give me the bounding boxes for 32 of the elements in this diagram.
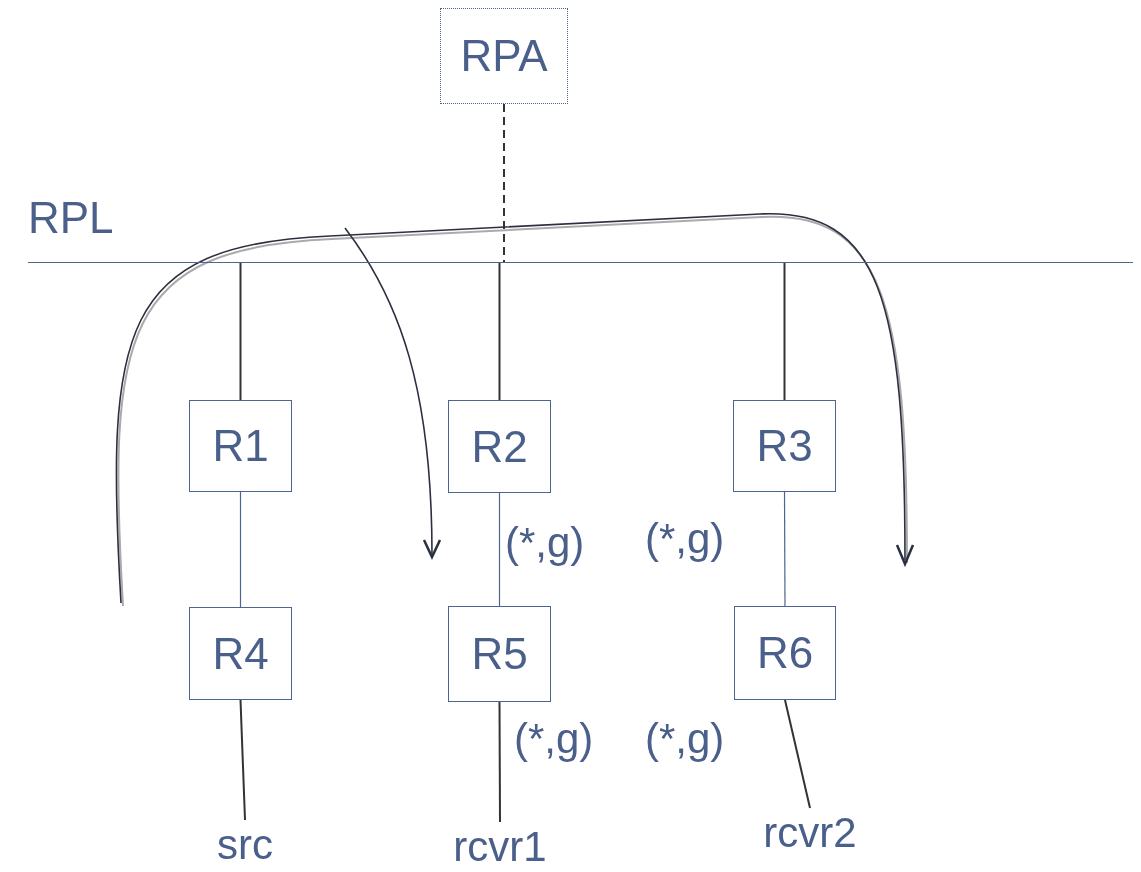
connector-line [239,699,246,821]
route-state-label: (*,g) [645,718,725,760]
connector-line [498,701,501,823]
router-box [448,606,551,702]
route-state-label: (*,g) [514,718,594,760]
node-label: R1 [212,424,269,468]
node-label: rcvr1 [453,826,547,868]
connector-line [498,492,501,607]
route-state-label: (*,g) [505,522,585,564]
dashed-connector [503,103,505,264]
dotted-box [440,8,568,104]
router-box [733,400,836,492]
route-state-label: (*,g) [645,518,725,560]
connector-line [784,699,811,809]
router-box [448,400,551,493]
connector-line [498,262,501,401]
connector-line [783,262,786,401]
node-label: RPA [460,34,548,78]
node-label: rcvr2 [763,812,857,854]
node-label: R4 [212,631,269,676]
connector-line [239,262,242,401]
node-label: R3 [756,424,813,468]
node-label: src [217,824,273,866]
router-box [189,607,292,700]
router-box [189,400,292,492]
router-box [734,606,836,700]
node-label: R6 [756,631,814,675]
node-label: R2 [471,424,528,469]
node-label: R5 [471,632,528,676]
connector-line [783,491,786,607]
connector-line [239,491,242,608]
node-label: RPL [28,196,114,240]
